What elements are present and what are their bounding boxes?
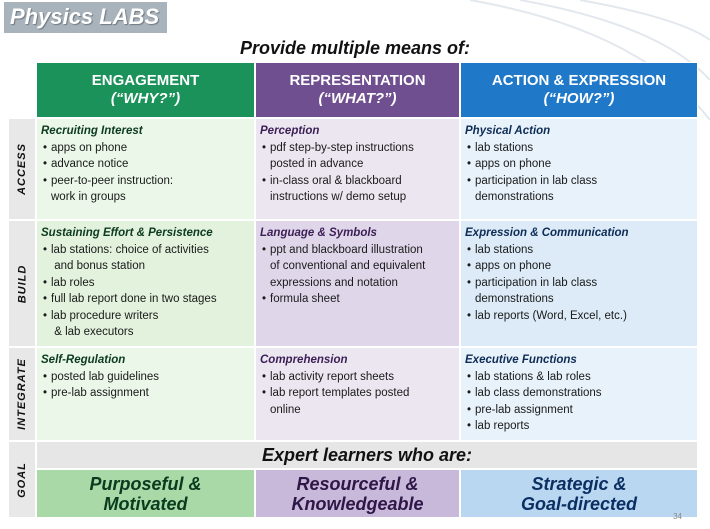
row-label-text: BUILD (16, 264, 29, 303)
slide-subtitle: Provide multiple means of: (239, 38, 471, 58)
goal-resourceful: Resourceful & Knowledgeable (255, 469, 460, 518)
list-item: in-class oral & blackboard instructions … (260, 173, 455, 206)
list-item: pre-lab assignment (465, 402, 693, 419)
cell-build-action: Expression & Communication lab stationsap… (460, 220, 698, 347)
list-item: lab stations & lab roles (465, 369, 693, 386)
bullet-list: apps on phoneadvance noticepeer-to-peer … (41, 140, 250, 206)
list-item: formula sheet (260, 291, 455, 308)
cell-title: Executive Functions (465, 354, 577, 366)
row-label-access: ACCESS (8, 118, 36, 220)
column-question: (“WHY?”) (110, 90, 181, 107)
list-item: lab reports (465, 418, 693, 435)
cell-integrate-engagement: Self-Regulation posted lab guidelinespre-… (36, 347, 255, 441)
deck-title: Physics LABS (4, 2, 168, 33)
goal-text: Strategic & Goal-directed (520, 473, 638, 514)
cell-content: Perception pdf step-by-step instructions … (256, 119, 459, 208)
cell-content: Physical Action lab stationsapps on phone… (461, 119, 697, 208)
cell-content: Expression & Communication lab stationsap… (461, 221, 697, 326)
cell-content: Sustaining Effort & Persistence lab stati… (37, 221, 254, 343)
cell-content: Executive Functions lab stations & lab ro… (461, 348, 697, 437)
list-item: apps on phone (41, 140, 250, 157)
row-label-build: BUILD (8, 220, 36, 347)
cell-access-engagement: Recruiting Interest apps on phoneadvance … (36, 118, 255, 220)
cell-title: Language & Symbols (260, 227, 377, 239)
cell-title: Perception (260, 125, 320, 137)
list-item: lab stations (465, 140, 693, 157)
list-item: pdf step-by-step instructions posted in … (260, 140, 455, 173)
list-item: participation in lab class demonstration… (465, 275, 693, 308)
list-item: lab class demonstrations (465, 385, 693, 402)
cell-access-representation: Perception pdf step-by-step instructions … (255, 118, 460, 220)
bullet-list: lab stations & lab roleslab class demons… (465, 369, 693, 435)
goal-text: Resourceful & Knowledgeable (291, 473, 424, 514)
row-label-integrate: INTEGRATE (8, 347, 36, 441)
list-item: apps on phone (465, 156, 693, 173)
bullet-list: lab stations: choice of activities and b… (41, 242, 250, 341)
cell-title: Expression & Communication (465, 227, 629, 239)
list-item: lab stations (465, 242, 693, 259)
list-item: pre-lab assignment (41, 385, 250, 402)
bullet-list: pdf step-by-step instructions posted in … (260, 140, 455, 206)
list-item: posted lab guidelines (41, 369, 250, 386)
bullet-list: lab stationsapps on phoneparticipation i… (465, 140, 693, 206)
goal-strategic: Strategic & Goal-directed (460, 469, 698, 518)
bullet-list: lab activity report sheetslab report tem… (260, 369, 455, 419)
column-question: (“HOW?”) (543, 90, 615, 107)
cell-content: Self-Regulation posted lab guidelinespre-… (37, 348, 254, 404)
cell-build-engagement: Sustaining Effort & Persistence lab stati… (36, 220, 255, 347)
udl-table: ENGAGEMENT (“WHY?”) REPRESENTATION (“WHA… (8, 62, 698, 518)
cell-title: Recruiting Interest (41, 125, 143, 137)
list-item: lab procedure writers & lab executors (41, 308, 250, 341)
column-header-engagement: ENGAGEMENT (“WHY?”) (36, 62, 255, 118)
table-corner (8, 62, 36, 118)
list-item: lab stations: choice of activities and b… (41, 242, 250, 275)
goal-text: Purposeful & Motivated (89, 473, 202, 514)
cell-build-representation: Language & Symbols ppt and blackboard ill… (255, 220, 460, 347)
cell-title: Comprehension (260, 354, 348, 366)
column-question: (“WHAT?”) (318, 90, 397, 107)
goal-purposeful: Purposeful & Motivated (36, 469, 255, 518)
list-item: lab roles (41, 275, 250, 292)
row-label-text: ACCESS (16, 143, 28, 195)
slide-number: 34 (673, 512, 682, 521)
list-item: lab activity report sheets (260, 369, 455, 386)
list-item: participation in lab class demonstration… (465, 173, 693, 206)
list-item: advance notice (41, 156, 250, 173)
cell-title: Sustaining Effort & Persistence (41, 227, 213, 239)
cell-integrate-action: Executive Functions lab stations & lab ro… (460, 347, 698, 441)
list-item: lab reports (Word, Excel, etc.) (465, 308, 693, 325)
column-title: REPRESENTATION (289, 72, 426, 89)
column-title: ENGAGEMENT (91, 72, 200, 89)
cell-content: Recruiting Interest apps on phoneadvance … (37, 119, 254, 208)
cell-access-action: Physical Action lab stationsapps on phone… (460, 118, 698, 220)
cell-title: Self-Regulation (41, 354, 126, 366)
bullet-list: lab stationsapps on phoneparticipation i… (465, 242, 693, 325)
cell-content: Language & Symbols ppt and blackboard ill… (256, 221, 459, 310)
row-label-text: GOAL (16, 461, 28, 498)
bullet-list: posted lab guidelinespre-lab assignment (41, 369, 250, 402)
cell-content: Comprehension lab activity report sheetsl… (256, 348, 459, 420)
list-item: peer-to-peer instruction: work in groups (41, 173, 250, 206)
column-title: ACTION & EXPRESSION (491, 72, 667, 89)
list-item: apps on phone (465, 258, 693, 275)
cell-integrate-representation: Comprehension lab activity report sheetsl… (255, 347, 460, 441)
row-label-text: INTEGRATE (16, 358, 28, 430)
list-item: ppt and blackboard illustration of conve… (260, 242, 455, 292)
cell-title: Physical Action (465, 125, 551, 137)
list-item: lab report templates posted online (260, 385, 455, 418)
column-header-representation: REPRESENTATION (“WHAT?”) (255, 62, 460, 118)
list-item: full lab report done in two stages (41, 291, 250, 308)
expert-learners-heading: Expert learners who are: (36, 441, 698, 469)
bullet-list: ppt and blackboard illustration of conve… (260, 242, 455, 308)
row-label-goal: GOAL (8, 441, 36, 518)
column-header-action-expression: ACTION & EXPRESSION (“HOW?”) (460, 62, 698, 118)
